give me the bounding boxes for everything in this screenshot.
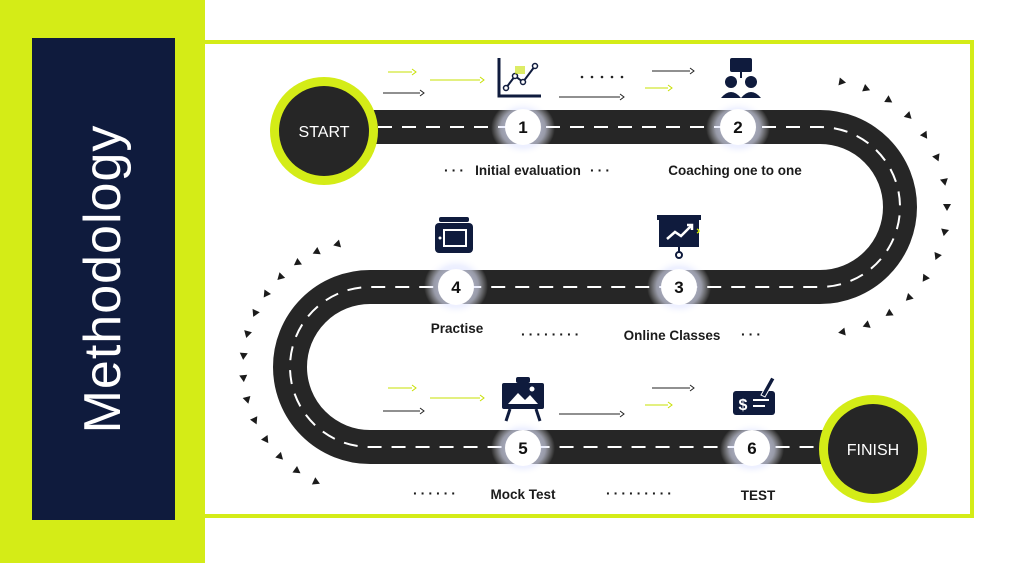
direction-marker bbox=[311, 477, 320, 485]
direction-marker bbox=[919, 130, 928, 139]
svg-text:5: 5 bbox=[518, 439, 527, 458]
direction-marker bbox=[885, 308, 894, 316]
content-frame bbox=[205, 40, 974, 518]
title-panel bbox=[32, 38, 175, 520]
step-label-2: Coaching one to one bbox=[668, 163, 802, 178]
direction-marker bbox=[244, 330, 252, 338]
direction-marker bbox=[277, 272, 286, 281]
step-label-3: Online Classes bbox=[623, 328, 721, 343]
dots-decoration: ······ bbox=[413, 485, 459, 501]
direction-marker bbox=[932, 153, 940, 162]
direction-marker bbox=[242, 395, 251, 404]
left-curve-markers bbox=[239, 239, 342, 485]
dots-decoration: ········ bbox=[521, 326, 583, 342]
dots-decoration: ··· bbox=[741, 326, 764, 342]
step-marker-4: 4 bbox=[424, 256, 488, 316]
step-marker-1: 1 bbox=[491, 100, 555, 156]
step-label-6: TEST bbox=[740, 488, 776, 503]
direction-marker bbox=[252, 308, 260, 317]
direction-marker bbox=[862, 83, 871, 92]
road-center-line bbox=[289, 126, 901, 448]
coaching-people-icon bbox=[721, 58, 761, 98]
direction-marker bbox=[905, 292, 914, 301]
step-label-4: Practise bbox=[430, 321, 484, 336]
direction-marker bbox=[934, 251, 942, 260]
svg-text:6: 6 bbox=[747, 439, 756, 458]
direction-marker bbox=[312, 247, 321, 255]
direction-marker bbox=[939, 178, 948, 186]
svg-text:2: 2 bbox=[733, 118, 742, 137]
dots-decoration: ··· bbox=[590, 162, 613, 178]
presentation-board-icon bbox=[657, 215, 701, 259]
svg-text:$: $ bbox=[739, 397, 748, 414]
dots-decoration: ··· bbox=[444, 162, 467, 178]
direction-marker bbox=[941, 228, 950, 237]
direction-marker bbox=[263, 289, 271, 298]
step-marker-5: 5 bbox=[491, 420, 555, 476]
direction-marker bbox=[862, 320, 871, 328]
direction-marker bbox=[943, 204, 951, 211]
easel-icon bbox=[502, 377, 544, 422]
direction-marker bbox=[293, 258, 302, 266]
right-curve-markers bbox=[838, 77, 951, 336]
direction-marker bbox=[838, 77, 847, 86]
direction-marker bbox=[922, 273, 930, 282]
dots-decoration: ········· bbox=[606, 485, 675, 501]
direction-marker bbox=[239, 374, 248, 383]
direction-marker bbox=[333, 239, 342, 248]
direction-marker bbox=[275, 451, 284, 460]
direction-marker bbox=[838, 327, 846, 336]
finish-marker: FINISH bbox=[819, 395, 927, 503]
drawing-tablet-icon bbox=[435, 217, 473, 253]
step-label-1: Initial evaluation bbox=[475, 163, 581, 178]
step-marker-2: 2 bbox=[706, 100, 770, 156]
svg-text:3: 3 bbox=[674, 278, 683, 297]
check-payment-icon: $ bbox=[733, 376, 776, 415]
step-marker-6: 6 bbox=[720, 422, 784, 476]
svg-text:4: 4 bbox=[451, 278, 461, 297]
direction-marker bbox=[250, 416, 258, 425]
direction-marker bbox=[884, 95, 893, 103]
step-marker-3: 3 bbox=[647, 258, 711, 316]
start-label: START bbox=[299, 124, 350, 141]
finish-label: FINISH bbox=[847, 442, 899, 459]
step-label-5: Mock Test bbox=[490, 487, 556, 502]
direction-marker bbox=[292, 466, 301, 474]
direction-marker bbox=[903, 111, 912, 119]
svg-text:1: 1 bbox=[518, 118, 527, 137]
start-marker: START bbox=[270, 77, 378, 185]
direction-marker bbox=[239, 352, 248, 360]
direction-marker bbox=[261, 435, 269, 444]
line-chart-icon bbox=[497, 58, 541, 98]
decorative-arrows bbox=[383, 67, 695, 418]
